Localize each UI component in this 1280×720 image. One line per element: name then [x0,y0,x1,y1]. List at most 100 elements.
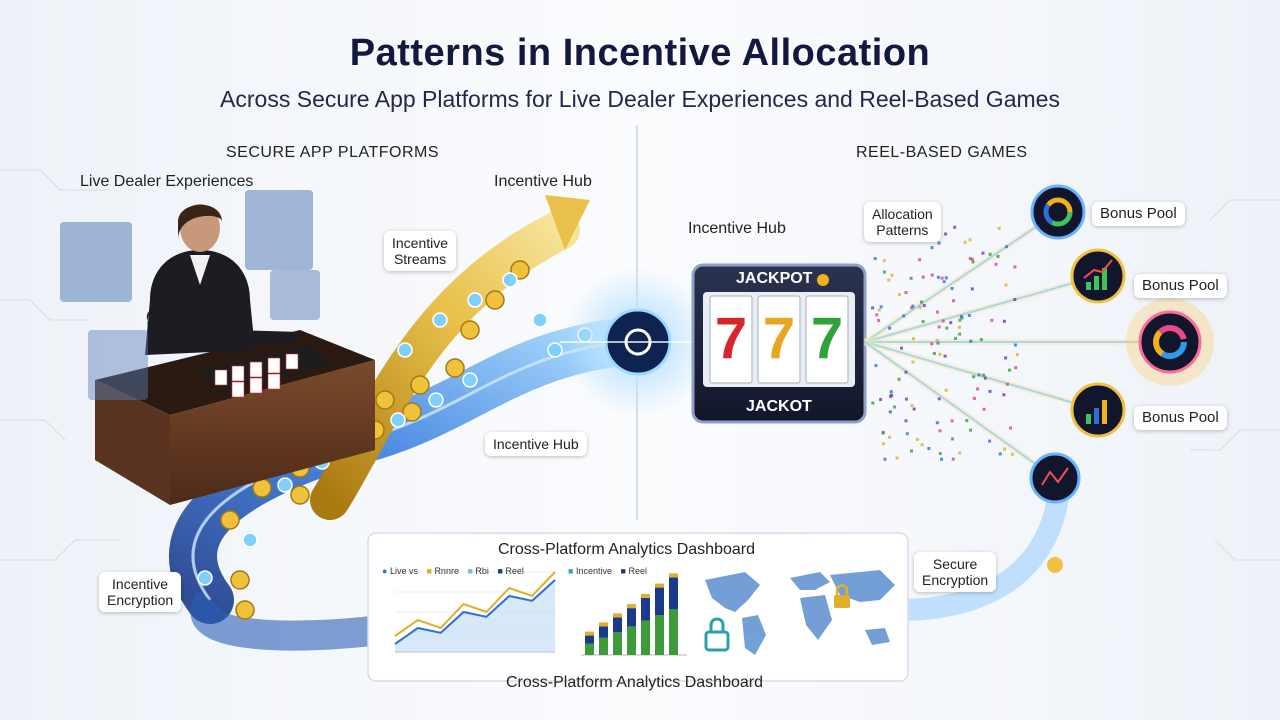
page-title: Patterns in Incentive Allocation [349,32,931,74]
particle [871,401,875,405]
lock-icon-dashboard [704,617,730,652]
particle [1004,356,1008,360]
particle [1010,452,1014,456]
bar-chart [581,573,687,656]
gold-coin [460,320,480,340]
blue-coin [532,312,548,328]
blue-coin [277,477,293,493]
particle [937,325,941,329]
particle [1008,368,1012,372]
bar-reel [585,635,594,644]
bonus-node-4 [1029,452,1081,504]
particle [887,278,891,282]
bar-legend-2: Reel [628,566,647,576]
particle [1013,297,1017,301]
bar-reel [641,597,650,621]
line-chart [394,571,556,653]
particle [1003,447,1007,451]
particle [909,276,913,280]
bar-incentive [655,615,664,655]
bar-reel [613,617,622,633]
blue-coin [428,392,444,408]
gold-arrowhead [545,195,590,250]
particle [963,240,967,244]
particle [941,319,945,323]
particle [970,287,974,291]
bar-reel [627,608,636,627]
particle [890,393,894,397]
particle [1004,283,1008,287]
bar-cap [599,622,608,627]
bonus-node-3 [1070,382,1126,438]
particle [893,405,897,409]
particle [937,397,941,401]
particle [942,280,946,284]
particle [881,431,885,435]
bar-incentive [599,637,608,655]
particle [972,375,976,379]
particle [943,354,947,358]
particle [904,397,908,401]
particle [905,432,909,436]
particle [954,336,958,340]
bar-reel [669,577,678,610]
label-incentive-encryption: Incentive Encryption [99,572,182,612]
dealer-desk [95,330,375,505]
particle [970,257,974,261]
particle [927,447,931,451]
particle [910,306,914,310]
slot-reel-1: 7 [714,306,748,371]
circuit-lines-left [0,169,1280,561]
particle [879,397,883,401]
particle [1005,245,1009,249]
particle [889,390,893,394]
particle [879,305,883,309]
particle [938,452,942,456]
slot-bottom-text: JACKOT [746,398,812,415]
particle [969,339,973,343]
particle [988,252,992,256]
particle [979,338,983,342]
particle [875,313,879,317]
particle [877,308,881,312]
dashboard-title: Cross-Platform Analytics Dashboard [498,541,755,558]
label-incentive-hub-mid: Incentive Hub [485,432,587,456]
particle [981,251,985,255]
particle [910,449,914,453]
particle [960,316,964,320]
bar-chart-legend: ■ Incentive ■ Reel [568,566,647,576]
blue-coin [467,292,483,308]
blue-coin [432,312,448,328]
line-series-0 [394,571,556,637]
particle [936,275,940,279]
label-allocation-patterns: Allocation Patterns [864,202,941,242]
particle [997,226,1001,230]
particle [915,437,919,441]
particle [877,318,881,322]
gold-coin [230,570,250,590]
particle [968,256,972,260]
dashboard-caption: Cross-Platform Analytics Dashboard [506,674,763,691]
particle [1009,426,1013,430]
particle [940,457,944,461]
bar-reel [599,626,608,638]
floating-panels-left [60,190,320,400]
blue-coin [390,412,406,428]
slot-reel-3: 7 [810,306,844,371]
bar-cap [655,583,664,588]
bar-cap [641,593,650,598]
gold-coin [235,600,255,620]
label-live-dealer: Live Dealer Experiences [80,173,254,190]
gold-coin [220,510,240,530]
particle [976,387,980,391]
particle [930,273,934,277]
label-bonus-pool-1: Bonus Pool [1092,202,1185,226]
blue-coin [197,570,213,586]
particle [944,232,948,236]
particle [897,377,901,381]
particle [967,313,971,317]
label-incentive-streams: Incentive Streams [384,231,457,271]
gold-coin [375,390,395,410]
bar-legend-1: Incentive [575,566,612,576]
